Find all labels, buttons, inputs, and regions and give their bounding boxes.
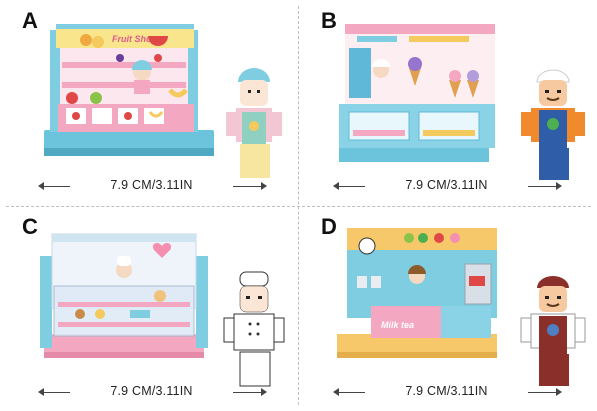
bakery-shop-set-image xyxy=(40,233,285,387)
dimension-label: 7.9 CM/3.11IN xyxy=(405,384,488,398)
fruit-shop-set-image: Fruit Sho xyxy=(44,24,282,178)
panel-letter: A xyxy=(22,8,38,33)
dimension-indicator: 7.9 CM/3.11IN xyxy=(333,384,562,400)
dimension-label: 7.9 CM/3.11IN xyxy=(110,384,193,398)
milk-tea-shop-set-image: Milk tea xyxy=(337,228,586,386)
dimension-indicator: 7.9 CM/3.11IN xyxy=(333,178,562,194)
panel-a: A Fruit Sho xyxy=(0,0,298,205)
minifigure-milk-tea-seller xyxy=(520,276,586,386)
dimension-label: 7.9 CM/3.11IN xyxy=(405,178,488,192)
panel-c: C xyxy=(0,206,298,411)
milk-tea-sign-text: Milk tea xyxy=(381,320,414,330)
panel-d: D Milk tea xyxy=(299,206,597,411)
minifigure-ice-cream-seller xyxy=(521,69,585,180)
dimension-indicator: 7.9 CM/3.11IN xyxy=(38,384,267,400)
panel-letter: D xyxy=(321,214,337,239)
shop-sign-text: Fruit Sho xyxy=(112,34,152,44)
panel-letter: C xyxy=(22,214,38,239)
vertical-divider xyxy=(298,6,299,405)
dimension-label: 7.9 CM/3.11IN xyxy=(110,178,193,192)
minifigure-fruit-seller xyxy=(226,68,282,178)
panel-b: B xyxy=(299,0,597,205)
ice-cream-shop-set-image xyxy=(339,24,585,180)
panel-letter: B xyxy=(321,8,337,33)
horizontal-divider xyxy=(6,206,591,207)
minifigure-chef xyxy=(223,271,285,387)
dimension-indicator: 7.9 CM/3.11IN xyxy=(38,178,267,194)
